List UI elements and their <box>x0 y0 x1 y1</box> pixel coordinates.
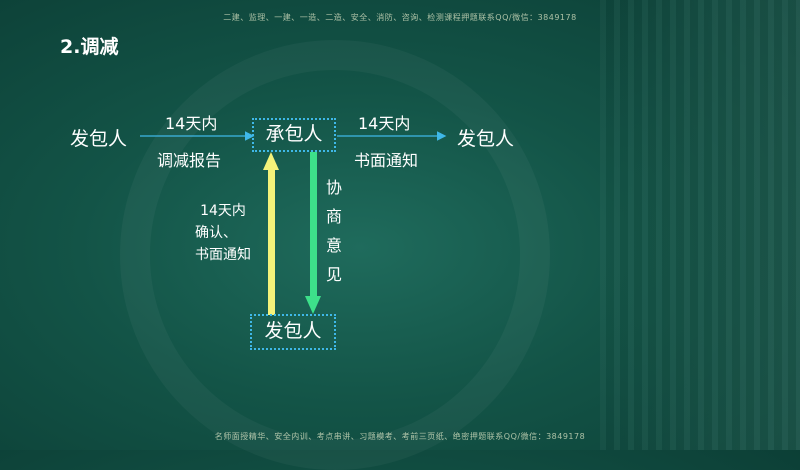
right-arrow-top-label: 14天内 <box>358 114 411 133</box>
left-arrow-bottom-label: 调减报告 <box>157 151 222 170</box>
right-party-label: 发包人 <box>457 128 515 150</box>
up-arrow-label: 14天内 确认、 书面通知 <box>195 200 251 266</box>
slide-title: 2.调减 <box>60 36 119 58</box>
employer-box-label: 发包人 <box>264 320 322 342</box>
left-party-label: 发包人 <box>70 128 128 150</box>
watermark-top: 二建、监理、一建、一造、二造、安全、消防、咨询、检测课程押题联系QQ/微信：38… <box>223 13 577 22</box>
up-label-line-3: 书面通知 <box>195 247 251 263</box>
left-arrow-top-label: 14天内 <box>165 114 218 133</box>
down-label-char-3: 意 <box>326 236 343 255</box>
contractor-box: 承包人 <box>252 118 336 152</box>
up-label-line-2: 确认、 <box>195 225 237 241</box>
down-label-char-1: 协 <box>326 178 343 197</box>
up-arrow <box>263 152 279 315</box>
right-arrow-bottom-label: 书面通知 <box>354 151 419 170</box>
up-label-line-1: 14天内 <box>200 203 246 219</box>
down-label-char-2: 商 <box>326 207 343 226</box>
background-building <box>600 0 800 450</box>
down-arrow <box>305 152 321 314</box>
down-arrow-label: 协 商 意 见 <box>326 173 342 289</box>
contractor-box-label: 承包人 <box>265 123 323 145</box>
down-label-char-4: 见 <box>326 265 343 284</box>
watermark-bottom: 名师面授精华、安全内训、考点串讲、习题模考、考前三页纸、绝密押题联系QQ/微信：… <box>214 432 586 441</box>
arrows-layer <box>140 131 447 315</box>
employer-box: 发包人 <box>250 314 336 350</box>
